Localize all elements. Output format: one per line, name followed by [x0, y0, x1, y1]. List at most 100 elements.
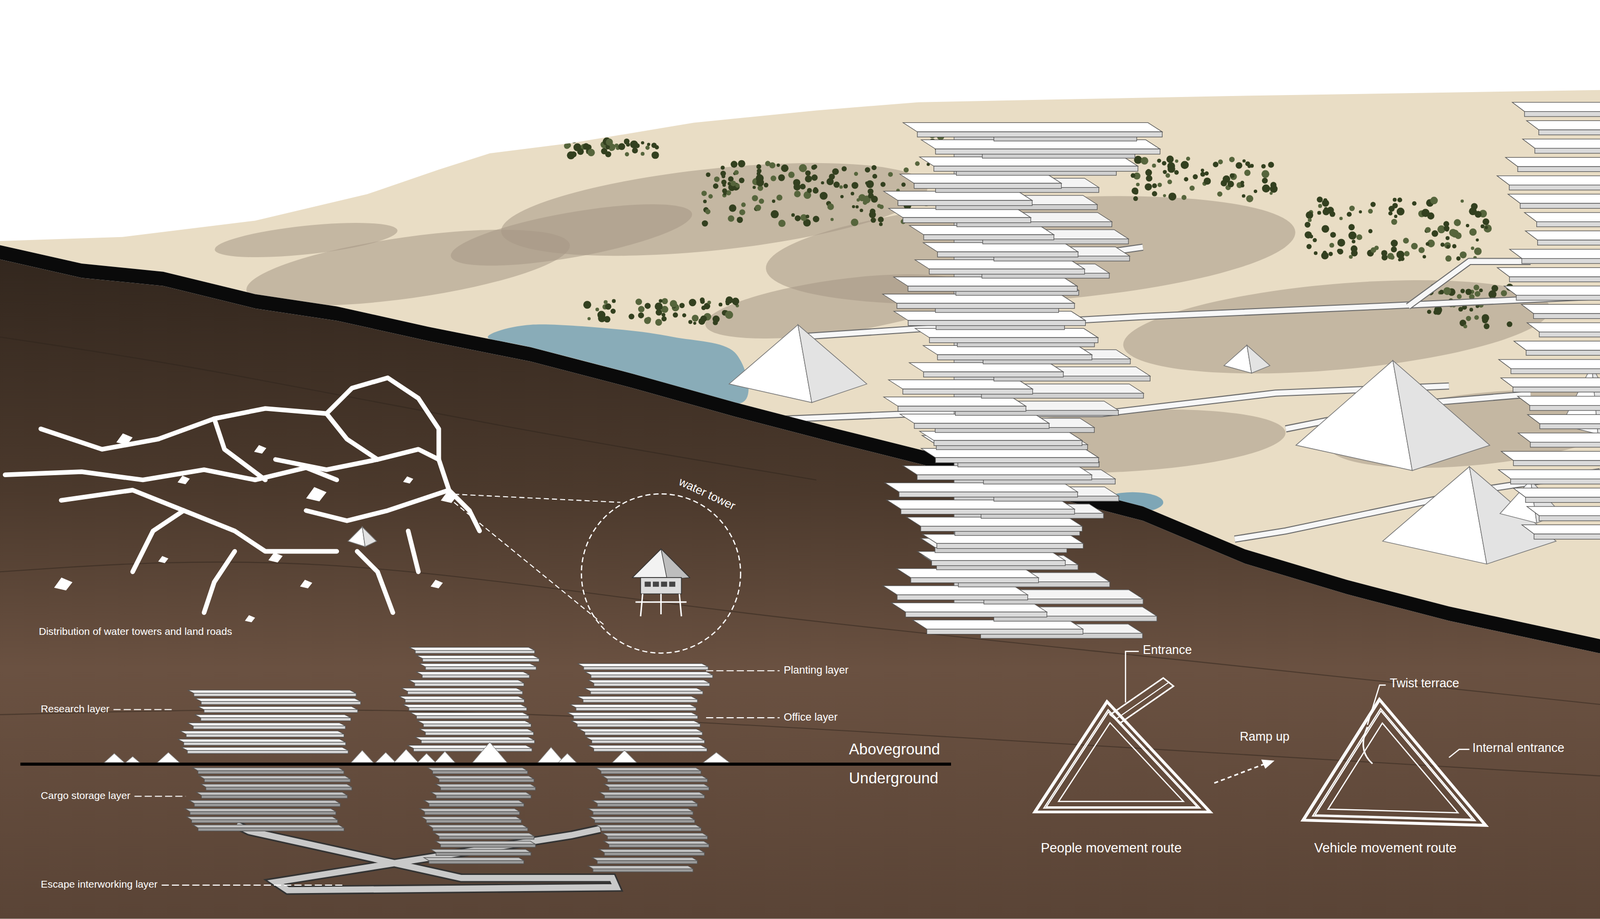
- tree: [1501, 289, 1508, 297]
- tree: [798, 164, 807, 172]
- slab-side: [584, 731, 703, 735]
- slab-top: [430, 849, 531, 853]
- slab-top: [410, 712, 529, 716]
- slab-top: [1521, 524, 1600, 534]
- tree: [1394, 214, 1398, 218]
- slab-top: [1521, 304, 1600, 314]
- escape-ramp-edge: [236, 824, 617, 890]
- tree: [708, 193, 713, 199]
- plan-outline: [1043, 709, 1200, 809]
- ground-line: [20, 762, 952, 766]
- tree: [1321, 224, 1330, 233]
- tree: [1479, 288, 1483, 293]
- tree: [1469, 307, 1474, 312]
- tree: [582, 143, 590, 150]
- slab-side: [183, 741, 346, 745]
- slab-side: [201, 794, 348, 798]
- slab-top: [1497, 267, 1600, 277]
- plan-outline: [1328, 722, 1459, 813]
- slab-top: [578, 728, 703, 732]
- layer-label: Underground: [849, 769, 939, 787]
- hut-window: [661, 581, 668, 587]
- slab-side: [573, 715, 698, 719]
- tree: [644, 317, 651, 325]
- slab-top: [419, 728, 534, 732]
- slab-side: [432, 827, 528, 831]
- tree: [1269, 191, 1273, 195]
- slab-side: [897, 594, 1028, 600]
- slab-top: [1500, 377, 1600, 387]
- tree: [799, 183, 806, 190]
- slab-top: [596, 824, 702, 828]
- slab-side: [583, 666, 709, 670]
- tree: [1262, 177, 1268, 184]
- tree: [1181, 194, 1187, 200]
- tree: [1474, 247, 1482, 256]
- slab-top: [602, 833, 708, 836]
- slab-top: [603, 784, 710, 788]
- tree: [793, 183, 801, 191]
- tree: [1425, 241, 1430, 246]
- slab-side: [608, 843, 709, 847]
- tree: [1445, 236, 1450, 240]
- slab-side: [205, 787, 352, 790]
- leader-line: [134, 795, 187, 797]
- tree: [887, 171, 893, 177]
- tree: [1146, 175, 1153, 182]
- land-road: [326, 413, 378, 460]
- slab-top: [189, 800, 340, 804]
- slab-top: [1524, 212, 1600, 222]
- tree: [1140, 157, 1148, 165]
- tree: [1151, 183, 1157, 189]
- slab-top: [567, 712, 698, 716]
- land-road: [132, 510, 184, 572]
- tree: [1465, 315, 1472, 322]
- slab-top: [584, 671, 713, 675]
- tree: [1261, 169, 1270, 178]
- tree: [756, 178, 765, 187]
- tree: [859, 208, 863, 213]
- cut-edge: [0, 244, 1600, 653]
- tree: [722, 183, 726, 187]
- slab-side: [1513, 460, 1600, 466]
- tree: [669, 300, 678, 308]
- tree: [1183, 176, 1189, 182]
- pyramid-face: [1382, 466, 1487, 565]
- tree: [1244, 169, 1251, 176]
- slab-side: [190, 811, 336, 815]
- tree: [1456, 256, 1461, 261]
- tree: [764, 160, 771, 167]
- slab-side: [604, 852, 705, 856]
- tree: [645, 145, 650, 150]
- tree: [1454, 218, 1461, 226]
- tree: [605, 138, 614, 146]
- tree: [604, 303, 612, 310]
- tree: [1470, 246, 1475, 250]
- slab-top: [1526, 120, 1600, 130]
- tree: [833, 181, 840, 188]
- leader-line: [113, 708, 174, 710]
- slab-top: [1507, 193, 1600, 204]
- tree: [1203, 177, 1212, 185]
- section-drawing: [20, 646, 952, 890]
- slab-side: [907, 320, 1086, 326]
- slab-top: [200, 784, 352, 788]
- land-road: [407, 530, 419, 572]
- ground-pyramid: [434, 751, 456, 763]
- tree: [776, 163, 781, 168]
- water-tower-mark: [53, 577, 73, 591]
- slab-side: [423, 723, 532, 727]
- slab-top: [602, 775, 708, 779]
- slab-side: [1539, 423, 1600, 429]
- slab-side: [1530, 442, 1600, 448]
- slab-side: [421, 740, 535, 743]
- tree: [571, 137, 577, 144]
- tree: [871, 165, 877, 170]
- slab-side: [604, 794, 705, 798]
- tree: [903, 167, 909, 173]
- tree: [1229, 173, 1235, 179]
- tree: [841, 166, 847, 171]
- slab-side: [933, 166, 1139, 171]
- terrain-patch: [1119, 265, 1554, 389]
- tree: [728, 204, 737, 212]
